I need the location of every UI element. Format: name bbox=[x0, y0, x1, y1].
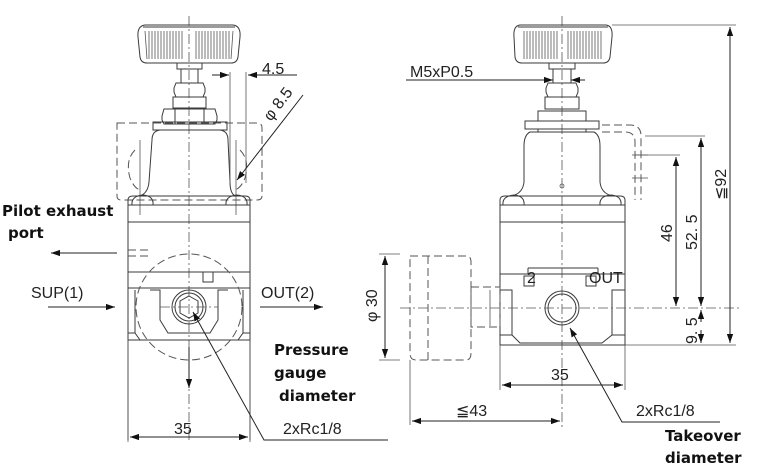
side-adjust-knob bbox=[513, 24, 613, 64]
bonnet bbox=[139, 129, 237, 197]
mount-tab-right bbox=[225, 194, 248, 206]
hole-diameter-label: φ 8.5 bbox=[261, 84, 297, 124]
mount-tab-left bbox=[131, 194, 154, 206]
front-thread-leader bbox=[192, 311, 388, 441]
side-thread-leader bbox=[569, 327, 720, 423]
pressure-gauge-label-2: gauge bbox=[274, 364, 326, 382]
pressure-gauge-outline bbox=[135, 253, 243, 361]
hex-socket-icon bbox=[179, 295, 199, 319]
port-marker bbox=[202, 271, 214, 283]
height-52-5-label: 52. 5 bbox=[684, 214, 701, 250]
gauge-diameter-label: φ 30 bbox=[364, 289, 381, 322]
height-9-5-label: 9. 5 bbox=[684, 317, 701, 344]
hole-diameter-leader bbox=[236, 94, 304, 181]
pilot-tube-dashed bbox=[602, 124, 642, 200]
takeover-label-1: Takeover bbox=[665, 427, 741, 445]
stem-and-nuts bbox=[152, 62, 228, 131]
front-width-label: 35 bbox=[174, 421, 192, 438]
height-46-label: 46 bbox=[659, 224, 676, 242]
gauge-offset-label: ≦43 bbox=[456, 403, 487, 420]
gap-label: 4.5 bbox=[262, 61, 284, 78]
front-thread-label: 2xRc1/8 bbox=[283, 421, 342, 438]
port-recess bbox=[134, 289, 244, 334]
pressure-gauge-label-3: diameter bbox=[279, 387, 356, 405]
side-view bbox=[400, 16, 740, 430]
regulator-body bbox=[127, 195, 251, 440]
sup-label: SUP(1) bbox=[31, 285, 83, 302]
mounting-bracket-dashed bbox=[116, 122, 263, 201]
takeover-label-2: diameter bbox=[665, 449, 742, 467]
pilot-exhaust-label-2: port bbox=[8, 224, 44, 242]
port-name-label: OUT bbox=[589, 270, 623, 287]
pressure-gauge-dashed bbox=[409, 255, 472, 361]
height-total-label: ≦92 bbox=[713, 169, 730, 200]
stem-thread-label: M5xP0.5 bbox=[410, 64, 473, 81]
side-thread-label: 2xRc1/8 bbox=[636, 403, 695, 420]
side-width-label: 35 bbox=[551, 367, 569, 384]
side-body bbox=[499, 195, 626, 345]
pilot-exhaust-label-1: Pilot exhaust bbox=[2, 202, 113, 220]
adjust-knob bbox=[137, 24, 241, 64]
port-number-label: 2 bbox=[527, 270, 536, 287]
pressure-gauge-label-1: Pressure bbox=[274, 341, 349, 359]
front-view bbox=[48, 16, 400, 442]
port-number-marker bbox=[523, 275, 535, 287]
knob-knurling bbox=[144, 30, 234, 60]
out-label: OUT(2) bbox=[261, 285, 314, 302]
